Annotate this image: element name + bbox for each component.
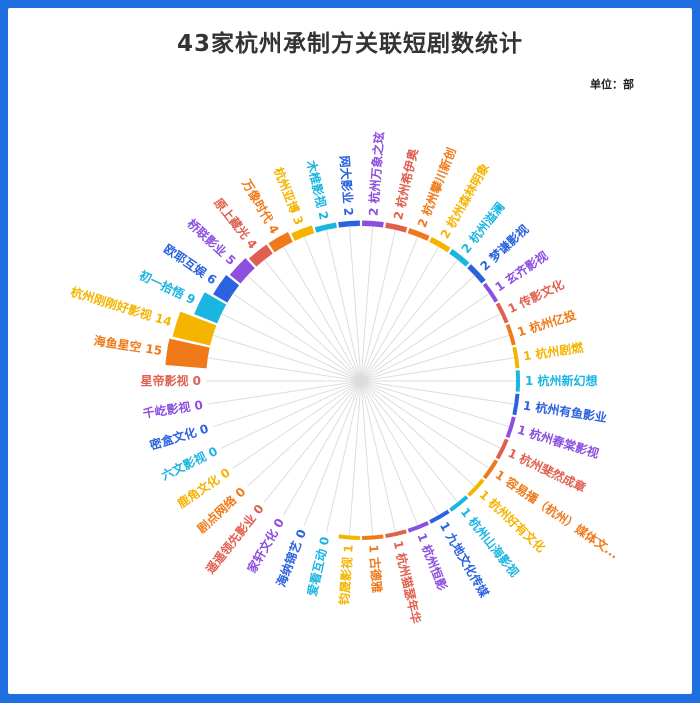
bar-segment — [165, 338, 210, 369]
spoke-line — [283, 380, 362, 516]
bar-label: 2 杭州希伊奥 — [390, 146, 421, 221]
bar-label: 1 杭州亿投 — [515, 307, 577, 339]
bar-group — [165, 220, 521, 540]
spoke-line — [232, 380, 362, 469]
bar-segment — [449, 249, 470, 267]
bar-segment — [482, 459, 499, 480]
spoke-line — [360, 380, 515, 405]
spoke-line — [326, 229, 362, 382]
bar-label: 网大影业 2 — [337, 155, 356, 216]
bar-segment — [449, 495, 469, 512]
spoke-line — [360, 334, 510, 382]
bar-segment — [407, 521, 429, 533]
bar-label: 密盒文化 0 — [148, 421, 210, 453]
spoke-line — [360, 226, 374, 382]
bar-segment — [213, 275, 240, 303]
bar-label: 1 杭州猫瑟年华 — [391, 539, 424, 625]
spoke-line — [232, 293, 362, 382]
spoke-line — [360, 380, 501, 449]
bar-label: 2 杭州万象之玹 — [365, 131, 386, 216]
bar-segment — [482, 282, 499, 303]
spoke-line — [360, 246, 439, 382]
spoke-line — [207, 380, 362, 405]
bar-segment — [362, 220, 384, 228]
bar-segment — [505, 416, 516, 439]
bar-segment — [467, 478, 485, 497]
bar-label: 爱看互动 0 — [304, 535, 332, 597]
card-frame — [8, 8, 692, 694]
spoke-line — [221, 380, 362, 449]
spoke-line — [283, 246, 362, 382]
spoke-line — [303, 236, 362, 382]
bar-segment — [291, 225, 315, 241]
bar-segment — [172, 311, 217, 346]
bar-segment — [467, 264, 486, 284]
spoke-line — [360, 380, 439, 516]
bar-segment — [268, 231, 293, 253]
spoke-line — [360, 259, 459, 382]
bar-label: 千屹影视 0 — [142, 397, 204, 421]
chart-title: 43家杭州承制方关联短剧数统计 — [176, 31, 523, 57]
bar-label: 1 杭州剧燃 — [522, 339, 585, 363]
bar-segment — [495, 438, 509, 460]
bar-label: 钧晟影视 1 — [336, 544, 355, 605]
spoke-line — [348, 380, 362, 536]
spoke-line — [360, 357, 515, 382]
bar-segment — [362, 534, 384, 540]
spoke-line — [263, 259, 362, 382]
bar-segment — [495, 302, 509, 324]
spoke-line — [360, 275, 475, 382]
spoke-line — [360, 313, 501, 382]
bar-segment — [314, 222, 337, 233]
bar-segment — [385, 222, 408, 233]
bar-label: 1 古德雅 — [366, 544, 385, 594]
spoke-line — [247, 380, 362, 487]
spoke-lines — [206, 226, 516, 536]
spoke-line — [207, 357, 362, 382]
bar-segment — [515, 370, 521, 392]
spoke-line — [326, 380, 362, 533]
spoke-line — [263, 380, 362, 503]
bar-segment — [338, 220, 360, 228]
spoke-line — [360, 380, 490, 469]
bar-segment — [512, 346, 520, 369]
bar-label: 星帝影视 0 — [140, 373, 201, 388]
spoke-line — [360, 380, 419, 526]
bar-segment — [512, 393, 520, 416]
spoke-line — [360, 236, 419, 382]
bar-segment — [338, 534, 360, 540]
bar-segment — [229, 258, 255, 284]
bar-segment — [385, 529, 407, 539]
bar-segment — [429, 509, 450, 524]
bar-segment — [505, 323, 516, 346]
bar-label: 杭州亚博 3 — [271, 165, 307, 227]
unit-label: 单位：部 — [590, 78, 634, 91]
spoke-line — [212, 380, 362, 428]
bar-segment — [429, 236, 451, 253]
bar-label: 海鱼星空 15 — [93, 333, 163, 358]
bar-segment — [248, 244, 273, 267]
spoke-line — [360, 293, 490, 382]
bar-label: 木椎影视 2 — [304, 158, 332, 221]
spoke-line — [360, 229, 396, 382]
bar-label: 初一拾悟 9 — [137, 267, 198, 307]
bar-label: 1 杭州新幻想 — [525, 373, 598, 388]
spoke-line — [303, 380, 362, 526]
bar-segment — [407, 227, 430, 241]
spoke-line — [212, 334, 362, 382]
spoke-line — [348, 226, 362, 382]
spoke-line — [360, 380, 510, 428]
spoke-line — [360, 380, 374, 536]
spoke-line — [247, 275, 362, 382]
spoke-line — [360, 380, 459, 503]
spoke-line — [221, 313, 362, 382]
spoke-line — [360, 380, 396, 533]
bar-segment — [194, 292, 227, 324]
spoke-line — [360, 380, 475, 487]
bar-label: 1 杭州有鱼影业 — [522, 398, 608, 425]
